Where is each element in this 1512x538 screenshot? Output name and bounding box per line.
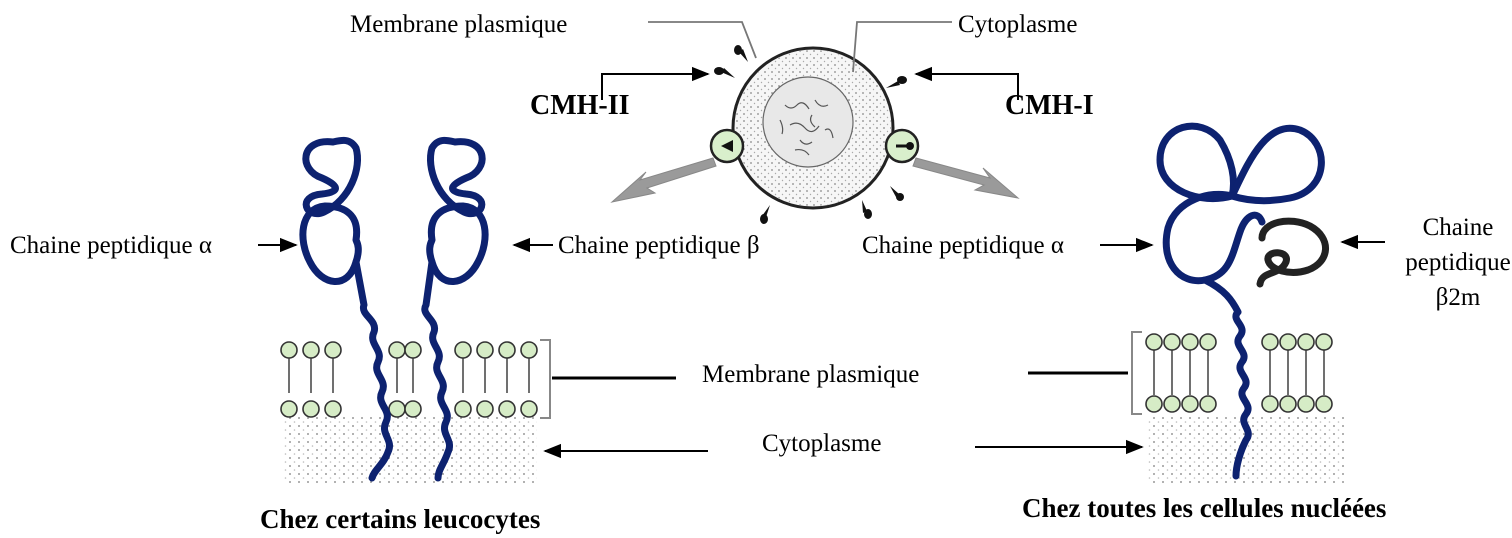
mhc1-alpha-chain: [1156, 122, 1325, 480]
chromatin: [779, 99, 834, 156]
arrow-cmh2: [601, 66, 710, 100]
surface-molecules: [714, 45, 907, 224]
label-cmh2: CMH-II: [530, 90, 630, 121]
grey-arrow-left: [610, 157, 717, 203]
leader-top-membrane: [648, 21, 757, 59]
mhc1-b2m-chain: [1256, 217, 1329, 288]
lipid-bilayer-left: [280, 341, 538, 418]
left-membrane: [280, 339, 551, 485]
label-right-b2m-1: Chaine: [1423, 214, 1494, 241]
label-cmh1: CMH-I: [1005, 90, 1094, 121]
leader-top-cytoplasm: [852, 21, 952, 73]
mhc2-beta-chain: [421, 136, 489, 482]
label-left-alpha: Chaine peptidique α: [10, 232, 212, 259]
label-left-beta: Chaine peptidique β: [558, 232, 760, 259]
label-top-cytoplasm: Cytoplasme: [958, 11, 1077, 38]
label-middle-cytoplasm: Cytoplasme: [762, 430, 881, 457]
lipid-bilayer-right: [1145, 333, 1333, 413]
label-right-b2m-3: β2m: [1436, 284, 1481, 311]
caption-left: Chez certains leucocytes: [260, 504, 540, 534]
label-right-alpha: Chaine peptidique α: [862, 232, 1064, 259]
bracket-left: [540, 339, 551, 419]
mhc2-alpha-chain: [299, 136, 393, 482]
label-middle-membrane: Membrane plasmique: [702, 361, 919, 388]
arrow-cmh1: [914, 66, 1019, 100]
label-right-b2m-2: peptidique: [1405, 249, 1511, 276]
caption-right: Chez toutes les cellules nucléées: [1022, 493, 1386, 523]
bracket-right: [1131, 331, 1142, 415]
label-top-membrane: Membrane plasmique: [350, 11, 567, 38]
top-cell: [610, 45, 1020, 224]
grey-arrow-right: [912, 157, 1020, 199]
nucleus: [762, 76, 854, 168]
